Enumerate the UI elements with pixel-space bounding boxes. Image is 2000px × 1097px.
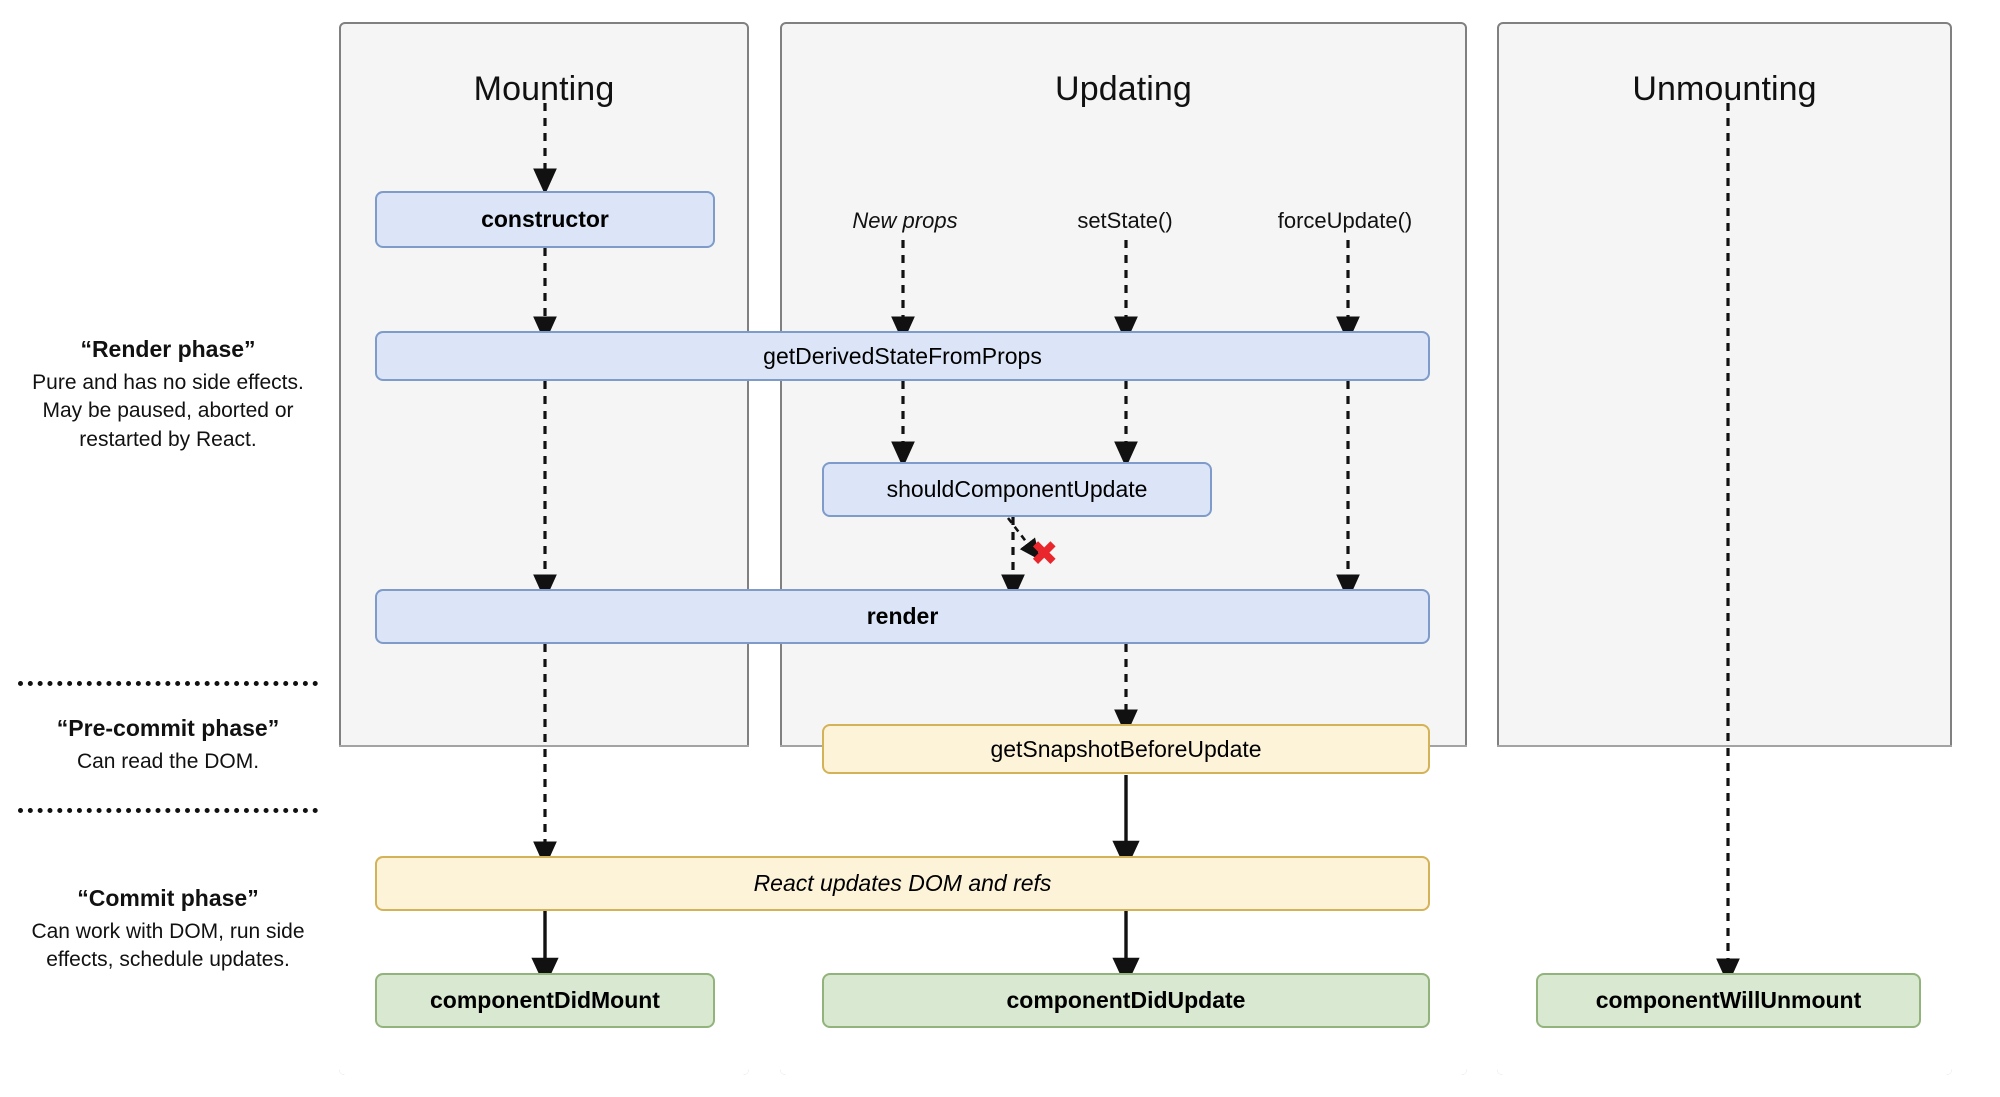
node-get-derived-state-from-props[interactable]: getDerivedStateFromProps (375, 331, 1430, 381)
node-constructor[interactable]: constructor (375, 191, 715, 248)
phase-label-commit: “Commit phase” Can work with DOM, run si… (18, 885, 318, 975)
node-react-updates-dom-and-refs[interactable]: React updates DOM and refs (375, 856, 1430, 911)
column-panel-updating: Updating (780, 22, 1467, 1075)
phase-divider-top (18, 681, 318, 686)
phase-title-render: “Render phase” (80, 336, 256, 362)
trigger-force-update: forceUpdate() (1277, 208, 1413, 233)
abort-x-icon: ✖ (1030, 534, 1059, 574)
trigger-set-state: setState() (1077, 208, 1173, 233)
phase-title-commit: “Commit phase” (77, 885, 259, 911)
phase-desc-precommit: Can read the DOM. (76, 750, 260, 773)
node-should-component-update[interactable]: shouldComponentUpdate (822, 462, 1212, 517)
node-component-will-unmount[interactable]: componentWillUnmount (1536, 973, 1921, 1028)
column-title-mounting: Mounting (473, 70, 615, 108)
column-title-unmounting: Unmounting (1632, 70, 1817, 108)
column-panel-unmounting: Unmounting (1497, 22, 1952, 1075)
phase-label-precommit: “Pre-commit phase” Can read the DOM. (18, 715, 318, 776)
phase-title-precommit: “Pre-commit phase” (56, 715, 280, 741)
phase-desc-commit: Can work with DOM, run side effects, sch… (31, 920, 305, 972)
phase-desc-render: Pure and has no side effects. May be pau… (32, 371, 304, 451)
trigger-new-props: New props (852, 208, 958, 233)
phase-label-render: “Render phase” Pure and has no side effe… (18, 336, 318, 454)
node-render[interactable]: render (375, 589, 1430, 644)
column-panel-mounting: Mounting (339, 22, 749, 1075)
node-component-did-mount[interactable]: componentDidMount (375, 973, 715, 1028)
column-title-updating: Updating (1055, 70, 1192, 108)
node-get-snapshot-before-update[interactable]: getSnapshotBeforeUpdate (822, 724, 1430, 774)
node-component-did-update[interactable]: componentDidUpdate (822, 973, 1430, 1028)
phase-divider-bottom (18, 808, 318, 813)
